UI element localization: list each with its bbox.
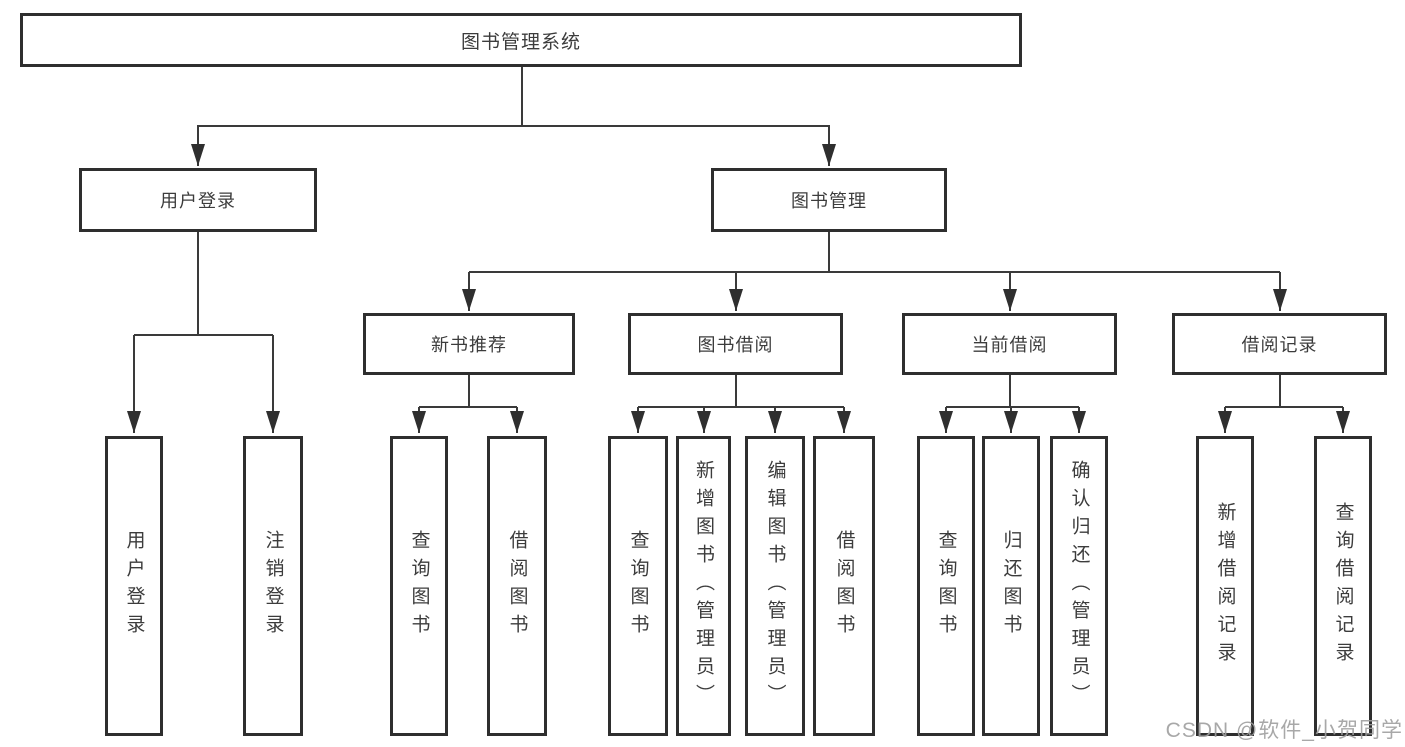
leaf-return-book: 归还图书	[982, 436, 1040, 736]
leaf-query-book-2: 查询图书	[608, 436, 668, 736]
leaf-user-login: 用户登录	[105, 436, 163, 736]
leaf-borrow-book-1: 借阅图书	[487, 436, 547, 736]
leaf-query-book-1: 查询图书	[390, 436, 448, 736]
csdn-watermark: CSDN @软件_小贺同学	[1165, 719, 1403, 742]
leaf-query-book-3: 查询图书	[917, 436, 975, 736]
node-new-book-recommend: 新书推荐	[363, 313, 575, 375]
node-current-borrow: 当前借阅	[902, 313, 1117, 375]
leaf-add-book-admin: 新增图书（管理员）	[676, 436, 731, 736]
leaf-edit-book-admin: 编辑图书（管理员）	[745, 436, 805, 736]
leaf-borrow-book-2: 借阅图书	[813, 436, 875, 736]
leaf-add-borrow-record: 新增借阅记录	[1196, 436, 1254, 736]
node-user-login: 用户登录	[79, 168, 317, 232]
leaf-confirm-return-admin: 确认归还（管理员）	[1050, 436, 1108, 736]
node-borrow-records: 借阅记录	[1172, 313, 1387, 375]
leaf-logout: 注销登录	[243, 436, 303, 736]
node-library-system: 图书管理系统	[20, 13, 1022, 67]
leaf-query-borrow-record: 查询借阅记录	[1314, 436, 1372, 736]
node-book-borrow: 图书借阅	[628, 313, 843, 375]
node-book-management: 图书管理	[711, 168, 947, 232]
